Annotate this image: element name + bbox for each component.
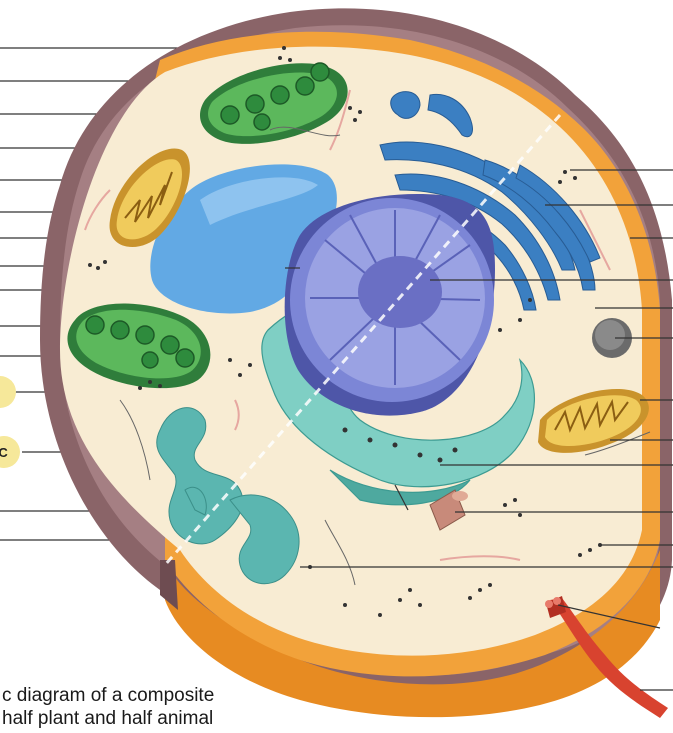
badge-left-top [0,376,16,408]
badge-left-c: C [0,436,20,468]
caption-line-1: c diagram of a composite [2,684,214,707]
section-slab [160,560,178,610]
badge-c-text: C [0,445,8,460]
caption-line-2: half plant and half animal [2,707,214,730]
caption: c diagram of a composite half plant and … [2,684,214,730]
nucleolus [358,256,442,328]
